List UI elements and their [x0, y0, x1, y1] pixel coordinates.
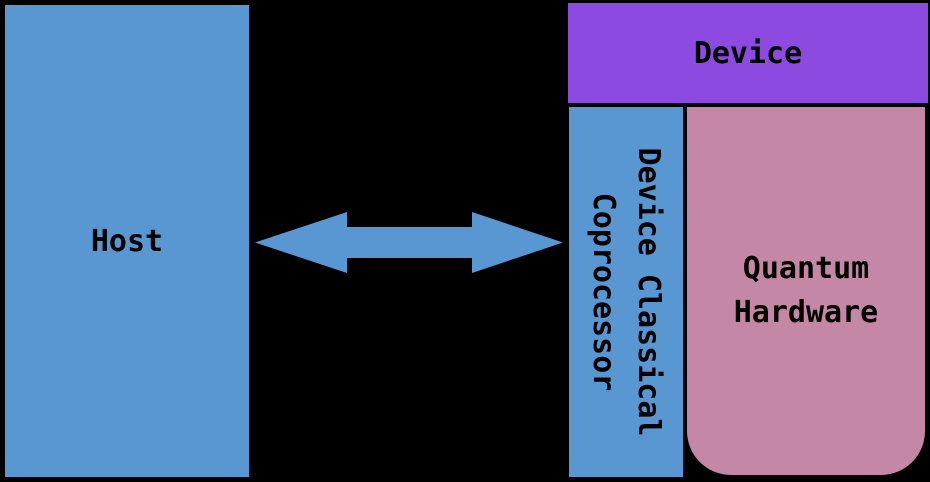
host-label: Host	[90, 223, 164, 259]
device-classical-coprocessor-box: Device Classical Coprocessor	[569, 107, 683, 477]
host-box: Host	[5, 5, 249, 477]
coprocessor-rotated-label: Device Classical Coprocessor	[581, 107, 671, 477]
bidirectional-arrow-icon	[255, 212, 563, 273]
coprocessor-label-line1: Device Classical	[631, 147, 666, 437]
coprocessor-label-line2: Coprocessor	[586, 192, 621, 392]
quantum-hardware-box: Quantum Hardware	[687, 107, 925, 475]
quantum-hardware-label-line1: Quantum	[742, 251, 870, 286]
device-label: Device	[693, 35, 803, 71]
quantum-hardware-label-line2: Hardware	[733, 295, 879, 330]
device-box: Device	[568, 3, 928, 103]
